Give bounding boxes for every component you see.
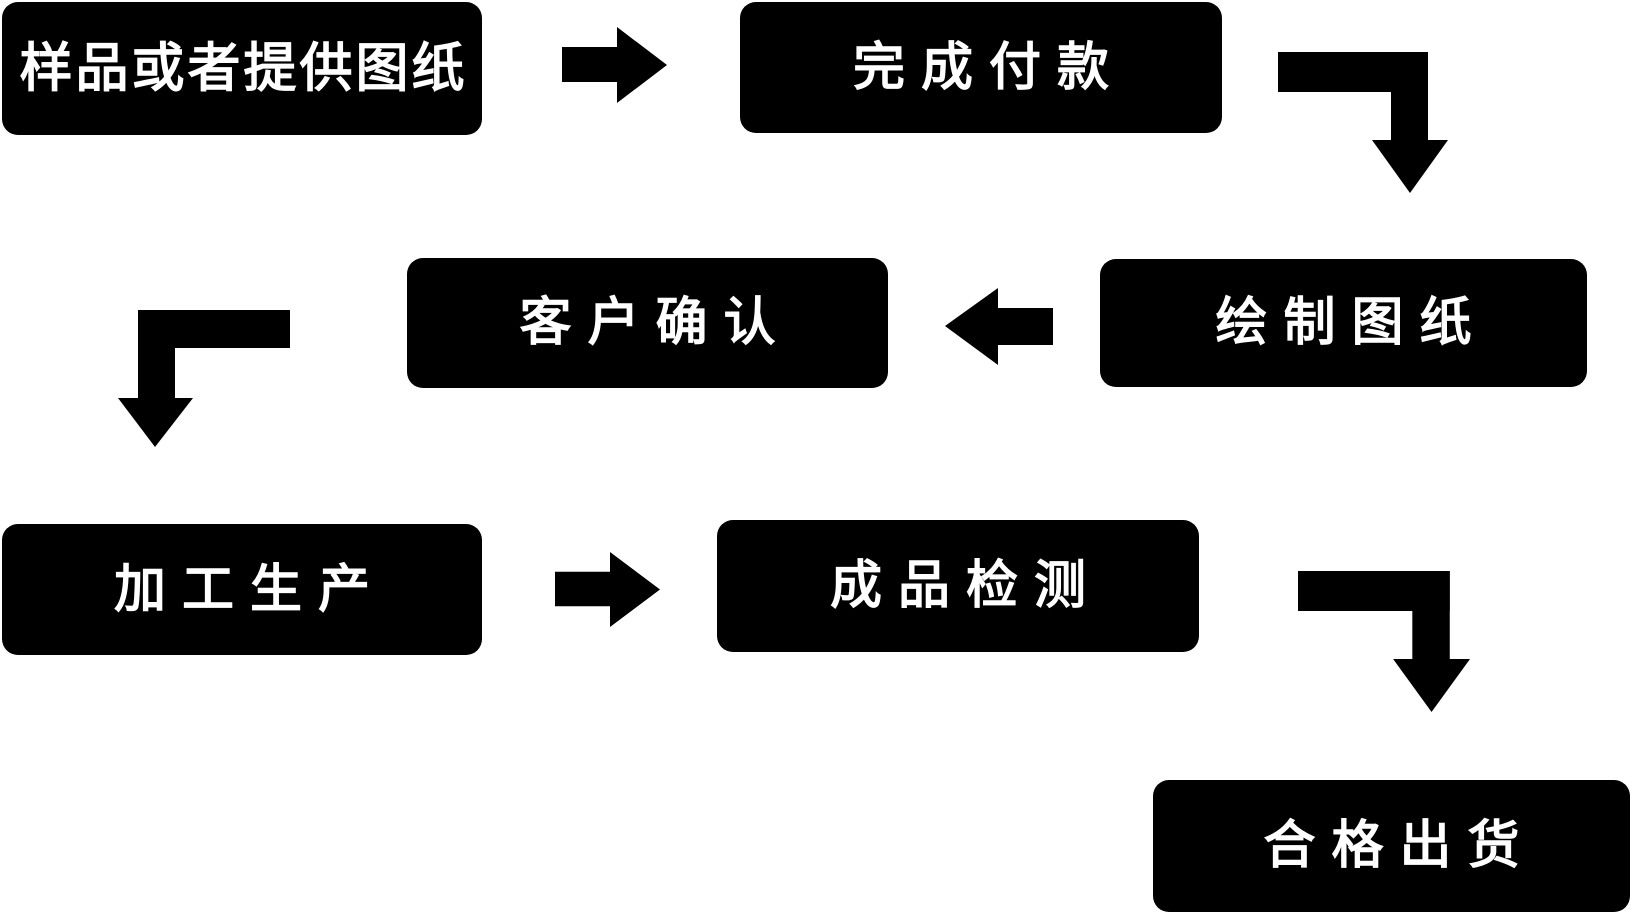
arrow-inspection-to-shipment-icon: [1298, 571, 1470, 712]
arrow-production-to-inspection-icon: [555, 552, 660, 627]
node-complete-payment-label: 完成付款: [852, 37, 1125, 98]
node-sample-or-drawings-label: 样品或者提供图纸: [19, 38, 468, 99]
node-customer-confirmation-label: 客户确认: [519, 293, 792, 353]
node-draw-drawings: 绘制图纸: [1100, 259, 1587, 387]
node-qualified-shipment: 合格出货: [1153, 780, 1630, 912]
node-processing-production-label: 加工生产: [113, 559, 386, 620]
node-product-inspection-label: 成品检测: [829, 556, 1102, 616]
node-sample-or-drawings: 样品或者提供图纸: [2, 2, 482, 135]
node-qualified-shipment-label: 合格出货: [1263, 816, 1536, 876]
node-complete-payment: 完成付款: [740, 2, 1222, 133]
arrow-payment-to-drawing-icon: [1278, 52, 1448, 193]
node-product-inspection: 成品检测: [717, 520, 1199, 652]
arrow-sample-to-payment-icon: [562, 27, 667, 103]
node-draw-drawings-label: 绘制图纸: [1215, 293, 1488, 353]
arrow-confirmation-to-production-icon: [118, 310, 290, 447]
arrow-drawing-to-confirmation-icon: [945, 288, 1053, 365]
node-processing-production: 加工生产: [2, 524, 482, 655]
node-customer-confirmation: 客户确认: [407, 258, 888, 388]
